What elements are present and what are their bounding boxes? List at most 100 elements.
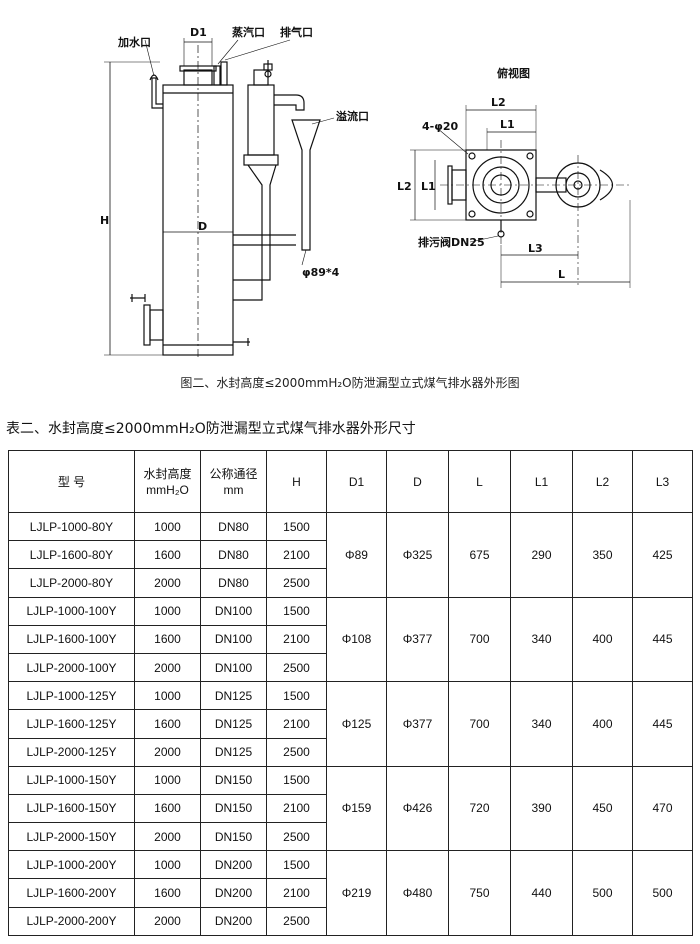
header-l: L	[448, 450, 511, 513]
cell-model: LJLP-1600-100Y	[8, 624, 135, 654]
header-d1: D1	[326, 450, 387, 513]
cell-l1: 340	[510, 596, 573, 683]
label-d1: D1	[190, 26, 207, 39]
cell-l1: 390	[510, 765, 573, 852]
header-model: 型 号	[8, 450, 135, 513]
label-l2-side: L2	[397, 180, 412, 193]
cell-h: 2500	[266, 822, 327, 852]
cell-h: 2100	[266, 709, 327, 739]
cell-nominal-diameter: DN200	[200, 850, 267, 880]
header-l3: L3	[632, 450, 693, 513]
cell-model: LJLP-1600-80Y	[8, 540, 135, 570]
cell-seal-height: 1000	[134, 596, 201, 626]
cell-l3: 425	[632, 512, 693, 598]
cell-h: 2500	[266, 906, 327, 936]
cell-model: LJLP-1000-80Y	[8, 511, 135, 542]
technical-drawing: 加水口 D1 蒸汽口 排气口 俯视图 溢流口 4-φ20 H D φ89*4 L…	[100, 25, 631, 360]
cell-seal-height: 1600	[134, 624, 201, 654]
cell-h: 1500	[266, 765, 327, 795]
cell-seal-height: 1600	[134, 878, 201, 908]
cell-model: LJLP-1000-100Y	[8, 596, 135, 626]
cell-model: LJLP-1600-125Y	[8, 709, 135, 739]
cell-nominal-diameter: DN125	[200, 709, 267, 739]
cell-nominal-diameter: DN100	[200, 624, 267, 654]
cell-nominal-diameter: DN150	[200, 822, 267, 852]
cell-nominal-diameter: DN80	[200, 540, 267, 570]
label-l1-top: L1	[500, 118, 515, 131]
cell-seal-height: 1600	[134, 793, 201, 824]
cell-h: 2100	[266, 540, 327, 570]
cell-d1: Φ89	[326, 512, 387, 598]
cell-l1: 440	[510, 850, 573, 936]
cell-l: 720	[448, 765, 511, 852]
cell-model: LJLP-2000-125Y	[8, 737, 135, 767]
label-vent: 排气口	[280, 25, 313, 39]
cell-h: 2500	[266, 652, 327, 683]
cell-l: 700	[448, 596, 511, 683]
cell-d: Φ377	[386, 681, 449, 767]
label-h: H	[100, 214, 109, 227]
cell-d: Φ426	[386, 765, 449, 852]
label-drain-valve: 排污阀DN25	[418, 235, 485, 249]
cell-nominal-diameter: DN125	[200, 737, 267, 767]
cell-d: Φ480	[386, 850, 449, 936]
cell-model: LJLP-2000-80Y	[8, 568, 135, 598]
cell-h: 2100	[266, 878, 327, 908]
label-l: L	[558, 268, 565, 281]
table-caption: 表二、水封高度≤2000mmH₂O防泄漏型立式煤气排水器外形尺寸	[6, 421, 416, 437]
cell-seal-height: 2000	[134, 568, 201, 598]
cell-h: 2100	[266, 624, 327, 654]
cell-l1: 340	[510, 681, 573, 767]
label-water-inlet: 加水口	[117, 35, 151, 49]
cell-d1: Φ108	[326, 596, 387, 683]
cell-h: 1500	[266, 596, 327, 626]
cell-h: 1500	[266, 850, 327, 880]
cell-h: 1500	[266, 511, 327, 542]
cell-seal-height: 2000	[134, 652, 201, 683]
cell-nominal-diameter: DN200	[200, 878, 267, 908]
cell-l2: 400	[572, 681, 633, 767]
cell-nominal-diameter: DN80	[200, 568, 267, 598]
label-d: D	[198, 220, 207, 233]
cell-seal-height: 1600	[134, 709, 201, 739]
label-steam-port: 蒸汽口	[232, 25, 265, 39]
label-pipe-spec: φ89*4	[302, 266, 340, 279]
label-overflow: 溢流口	[336, 109, 369, 123]
cell-seal-height: 1600	[134, 540, 201, 570]
cell-nominal-diameter: DN125	[200, 681, 267, 711]
cell-seal-height: 2000	[134, 822, 201, 852]
cell-nominal-diameter: DN150	[200, 765, 267, 795]
cell-seal-height: 2000	[134, 737, 201, 767]
header-l1: L1	[510, 450, 573, 513]
label-l2-top: L2	[491, 96, 506, 109]
cell-l3: 445	[632, 596, 693, 683]
cell-seal-height: 1000	[134, 511, 201, 542]
cell-d: Φ325	[386, 512, 449, 598]
label-top-view: 俯视图	[497, 66, 530, 80]
cell-d: Φ377	[386, 596, 449, 683]
cell-l: 675	[448, 512, 511, 598]
cell-model: LJLP-2000-200Y	[8, 906, 135, 936]
figure-caption: 图二、水封高度≤2000mmH₂O防泄漏型立式煤气排水器外形图	[180, 376, 520, 390]
cell-l: 750	[448, 850, 511, 936]
cell-nominal-diameter: DN200	[200, 906, 267, 936]
cell-l2: 350	[572, 512, 633, 598]
cell-l2: 450	[572, 765, 633, 852]
cell-l3: 500	[632, 850, 693, 936]
cell-model: LJLP-2000-150Y	[8, 822, 135, 852]
